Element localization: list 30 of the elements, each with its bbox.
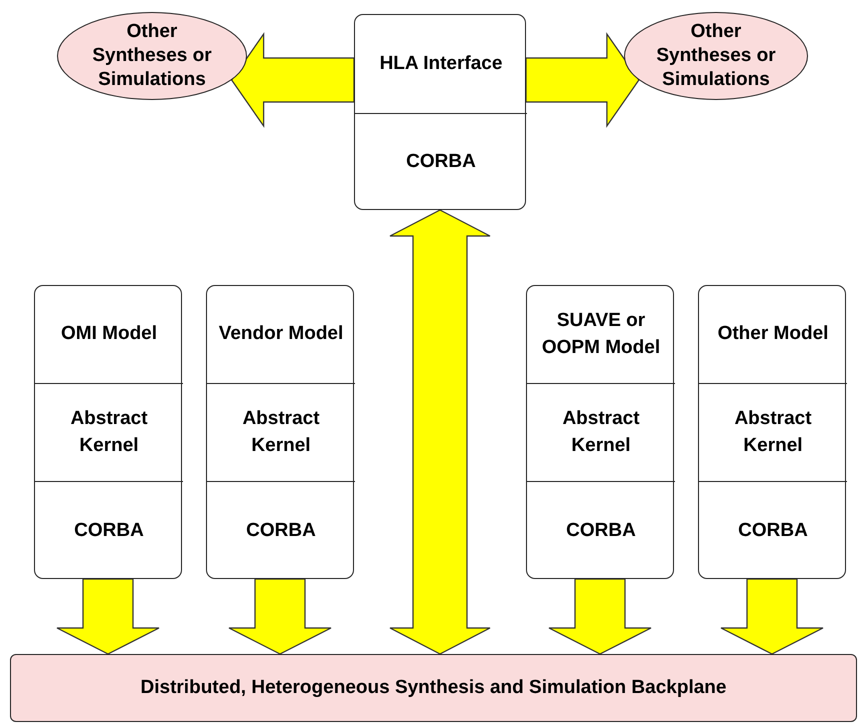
- block-arrow: [525, 32, 640, 128]
- node-label: Abstract Kernel: [241, 406, 321, 458]
- node-label: CORBA: [405, 150, 477, 174]
- node-label: Distributed, Heterogeneous Synthesis and Simulation Backplane: [140, 676, 728, 700]
- block-arrow: [56, 578, 160, 655]
- layered-stack-box: [34, 285, 182, 579]
- node-label: Other Model: [716, 322, 830, 346]
- layered-stack-box: [354, 14, 526, 210]
- node-label: Other Syntheses or Simulations: [91, 20, 213, 92]
- node-label: CORBA: [245, 518, 317, 543]
- node-label: SUAVE or OOPM Model: [540, 308, 662, 360]
- node-label: CORBA: [565, 518, 637, 543]
- block-arrow: [720, 578, 824, 655]
- node-label: CORBA: [737, 518, 809, 543]
- node-label: Vendor Model: [218, 322, 344, 346]
- node-label: OMI Model: [60, 322, 158, 346]
- layered-stack-box: [206, 285, 354, 579]
- node-label: Abstract Kernel: [733, 406, 813, 458]
- backplane-bar: [10, 654, 857, 722]
- node-label: Other Syntheses or Simulations: [655, 20, 777, 92]
- layered-stack-box: [526, 285, 674, 579]
- node-label: Abstract Kernel: [69, 406, 149, 458]
- block-arrow: [548, 578, 652, 655]
- block-arrow: [228, 578, 332, 655]
- block-arrow: [230, 32, 355, 128]
- block-arrow: [389, 209, 491, 655]
- node-label: HLA Interface: [378, 52, 504, 76]
- node-label: Abstract Kernel: [561, 406, 641, 458]
- layered-stack-box: [698, 285, 846, 579]
- node-label: CORBA: [73, 518, 145, 543]
